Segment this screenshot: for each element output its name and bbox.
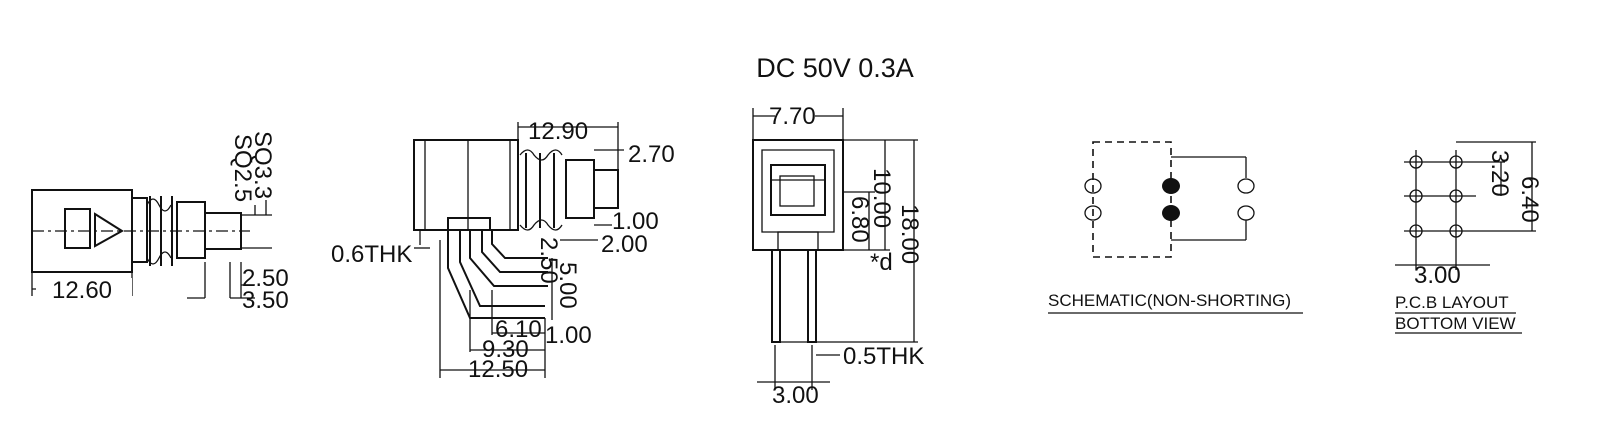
pcb-dim-640: 6.40	[1516, 176, 1543, 223]
front-width-dim: 7.70	[769, 103, 816, 130]
schematic-diagram	[1048, 141, 1303, 314]
side-length-dim: 12.60	[52, 277, 112, 304]
pcb-dim-300: 3.00	[1414, 262, 1461, 289]
front-h680-dim: 6.80	[846, 196, 873, 243]
angle-pin-500: 5.00	[554, 262, 581, 309]
angle-dim-1250: 12.50	[468, 356, 528, 383]
pcb-dim-320: 3.20	[1486, 150, 1513, 197]
side-sq-a-dim: SQ2.5	[229, 134, 256, 202]
angle-dim-610: 6.10	[495, 316, 542, 343]
front-h1800-dim: 18.00	[896, 204, 923, 264]
angle-stroke-dim: 12.90	[528, 118, 588, 145]
angle-view	[413, 122, 624, 378]
angle-dim-930: 9.30	[482, 336, 529, 363]
angle-dim-100: 1.00	[612, 208, 659, 235]
angle-pin-250: 2.50	[535, 237, 562, 284]
angle-dim-100b: 1.00	[545, 322, 592, 349]
front-pin-pitch: 3.00	[772, 382, 819, 409]
side-view	[31, 189, 272, 299]
pcb-label-2: BOTTOM VIEW	[1395, 314, 1516, 333]
angle-thickness: 0.6THK	[331, 241, 412, 268]
side-sq-b-dim: SQ3.3	[249, 131, 276, 199]
pcb-layout	[1395, 141, 1536, 334]
side-dim-a: 2.50	[242, 265, 289, 292]
front-view	[752, 108, 918, 390]
rating-label: DC 50V 0.3A	[756, 53, 914, 83]
front-h1000-dim: 10.00	[868, 168, 895, 228]
front-d-mark: *d	[870, 249, 893, 276]
front-pin-thk: 0.5THK	[843, 343, 924, 370]
side-dim-b: 3.50	[242, 287, 289, 314]
angle-dim-200: 2.00	[601, 231, 648, 258]
schematic-label: SCHEMATIC(NON-SHORTING)	[1048, 291, 1291, 310]
pcb-label-1: P.C.B LAYOUT	[1395, 293, 1509, 312]
angle-shaft-dim: 2.70	[628, 141, 675, 168]
